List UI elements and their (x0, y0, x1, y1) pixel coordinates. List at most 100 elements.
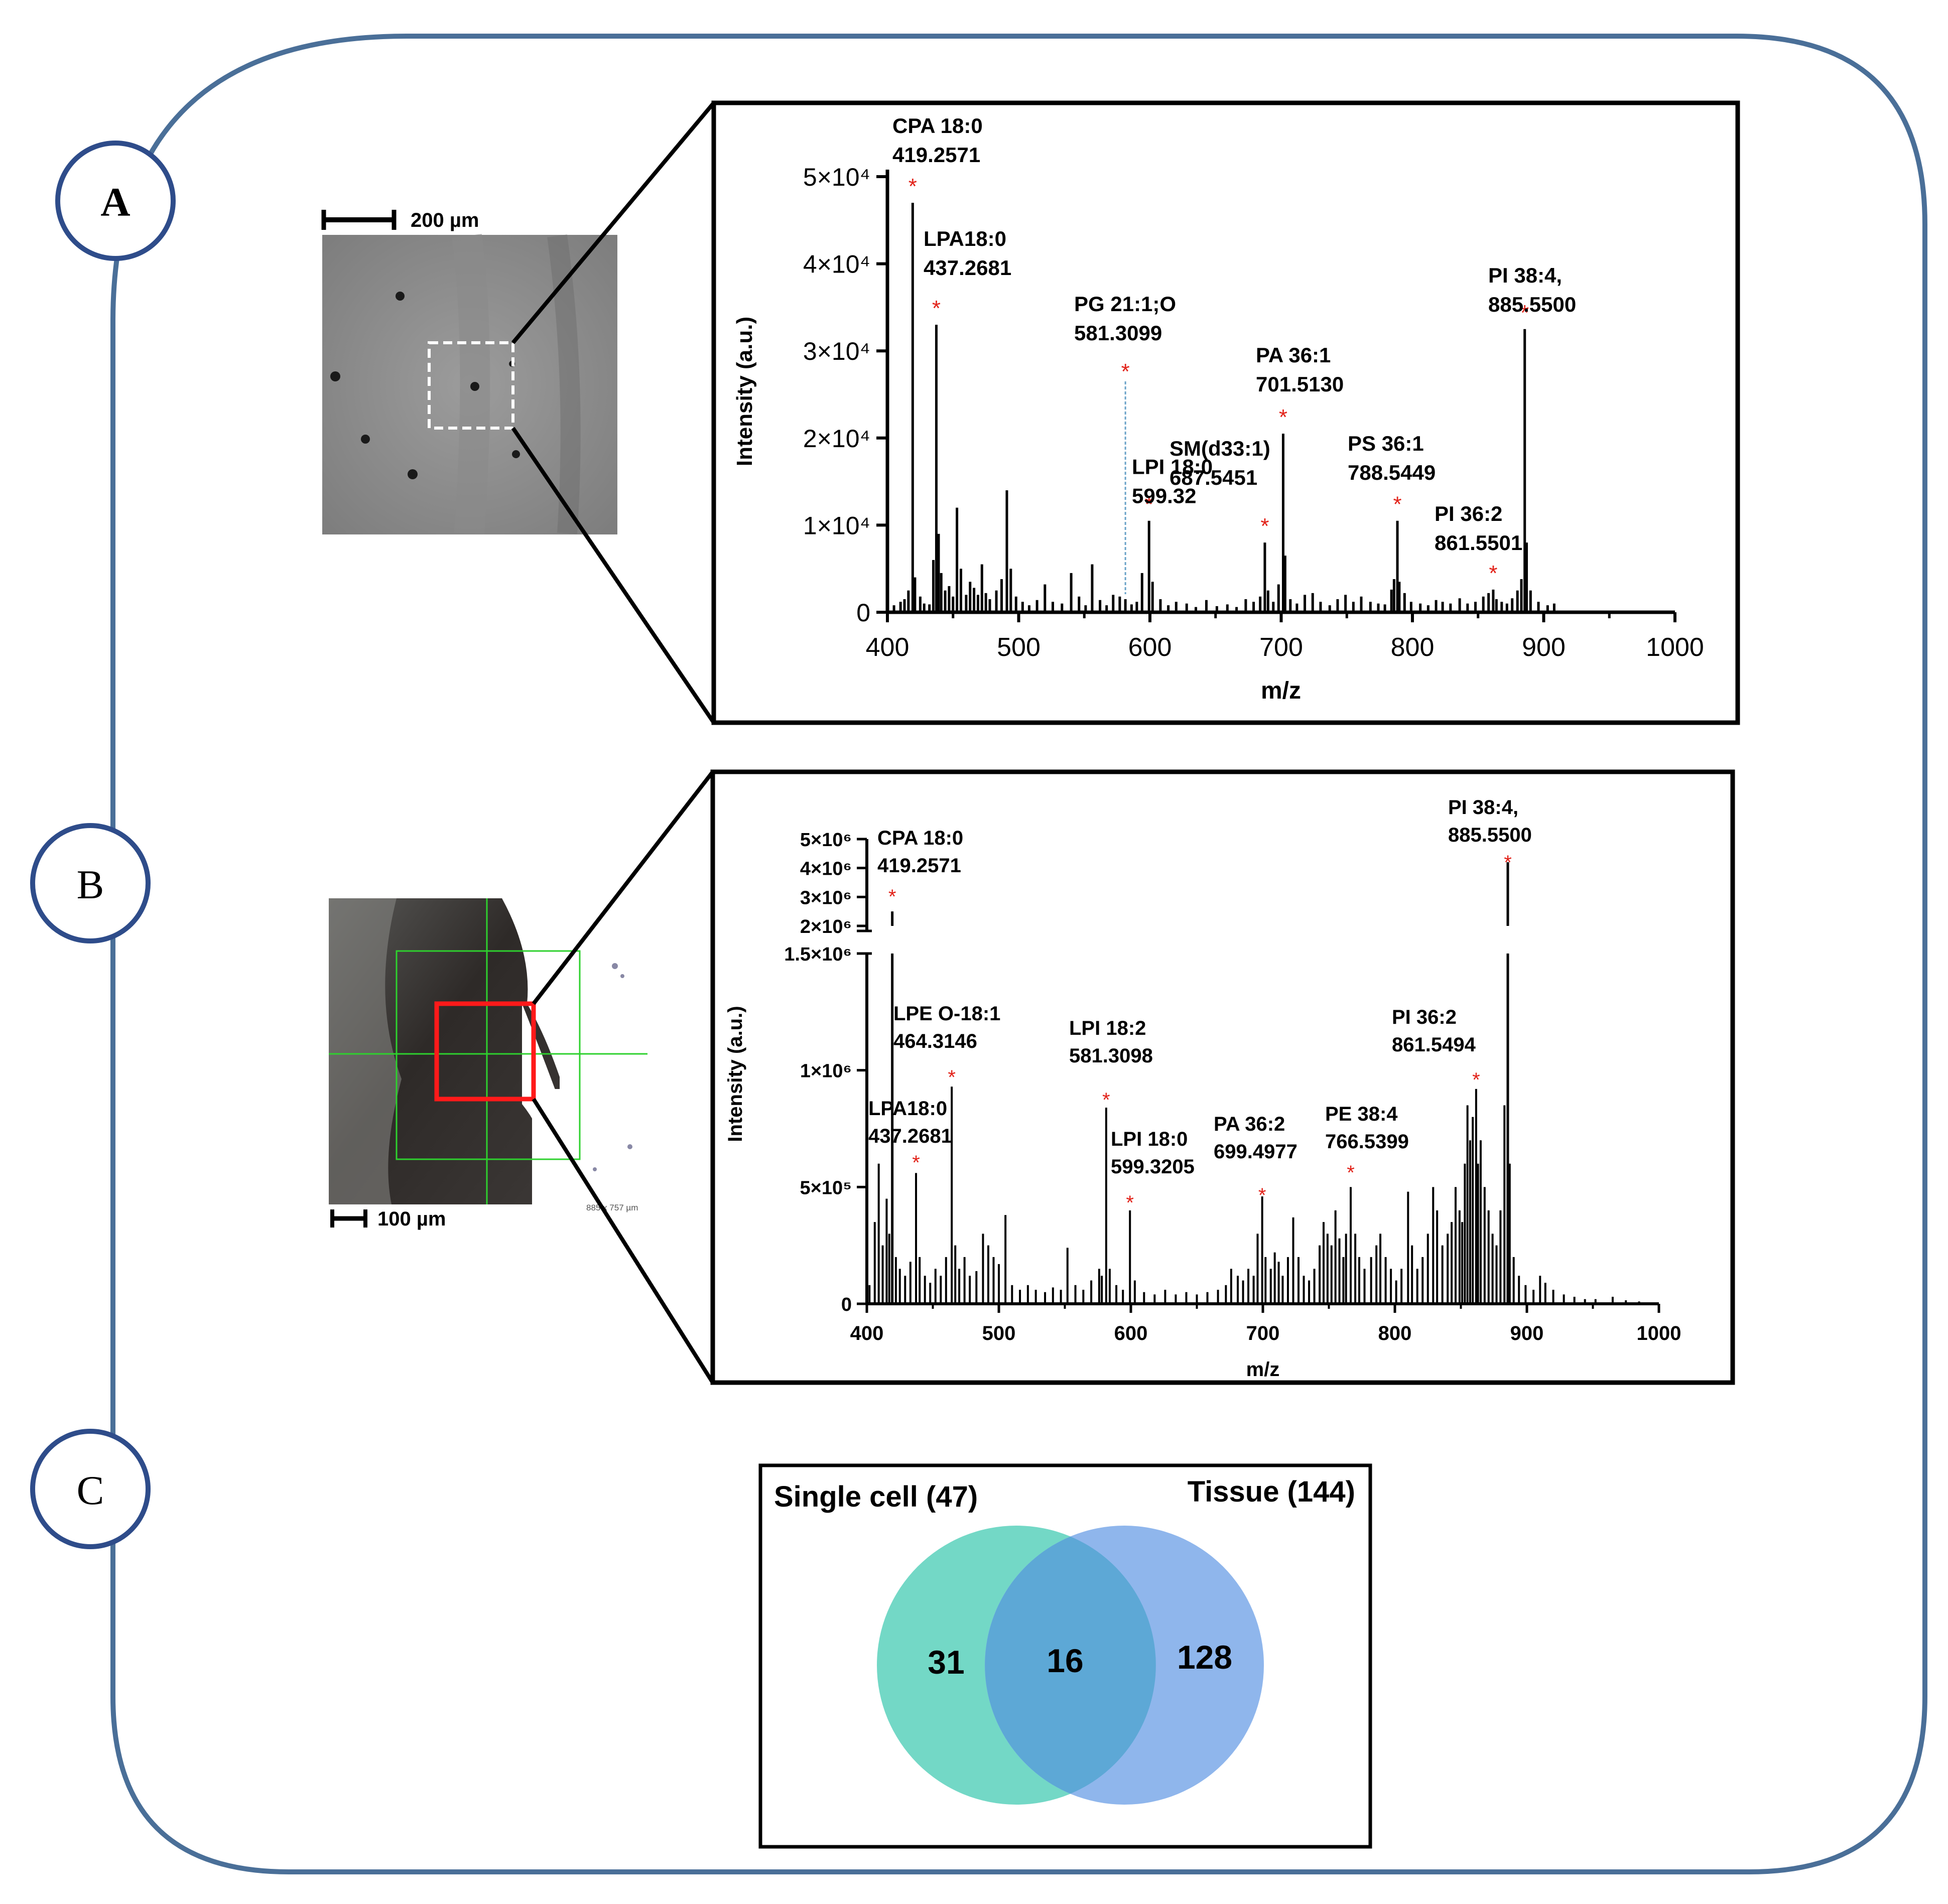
chart-b-xlabel: m/z (1246, 1358, 1280, 1381)
chart-a-ytick-label: 1×10⁴ (803, 511, 870, 539)
chart-b-annotation-label: PI 38:4, (1448, 796, 1518, 819)
chart-b-annotation-label: PE 38:4 (1325, 1103, 1398, 1125)
chart-a-annotation-mz: 437.2681 (924, 256, 1011, 280)
chart-a-peak-marker: * (1260, 514, 1269, 538)
micrograph-a: 200 µm (321, 101, 716, 724)
chart-a-annotation-mz: 687.5451 (1170, 466, 1257, 489)
chart-b-xtick-label: 1000 (1637, 1322, 1681, 1344)
chart-a-annotation-label: PS 36:1 (1348, 432, 1424, 455)
chart-a-xtick-label: 800 (1391, 633, 1435, 662)
chart-b-annotation-mz: 581.3098 (1069, 1045, 1153, 1067)
chart-b-peak-marker: * (888, 886, 896, 908)
chart-a-ytick-label: 2×10⁴ (803, 425, 870, 453)
chart-a-xtick-label: 400 (866, 633, 910, 662)
panel-letter-a: A (55, 141, 176, 261)
chart-a-annotation-label: PG 21:1;O (1074, 292, 1176, 316)
chart-b-ytick-label: 4×10⁶ (800, 859, 852, 880)
stage-grid-b (329, 898, 647, 1204)
scale-label-a: 200 µm (411, 209, 479, 231)
chart-b-peak-marker: * (1258, 1184, 1266, 1206)
chart-b-ytick-label: 5×10⁶ (800, 830, 852, 851)
chart-b-xtick-label: 700 (1246, 1322, 1280, 1344)
chart-a-xtick-label: 900 (1522, 633, 1566, 662)
chart-b-peak-marker: * (1126, 1192, 1134, 1214)
chart-b-annotation-label: CPA 18:0 (877, 827, 963, 849)
cell-dots-a (330, 292, 520, 479)
panel-letter-b-text: B (77, 862, 104, 907)
chart-a-annotation-label: PI 36:2 (1435, 502, 1502, 525)
chart-a-ytick-label: 5×10⁴ (803, 163, 870, 191)
chart-b-ylabel: Intensity (a.u.) (724, 1006, 746, 1142)
chart-a-peak-marker: * (1489, 561, 1497, 586)
chart-a-peak-marker: * (1121, 359, 1130, 384)
chart-a-annotation-mz: 419.2571 (892, 143, 980, 167)
chart-b-annotation-label: LPA18:0 (868, 1098, 947, 1120)
chart-a-annotation-mz: 581.3099 (1074, 321, 1162, 345)
chart-b-xtick-label: 800 (1378, 1322, 1412, 1344)
image-readout-b: 885 x 757 µm (586, 1203, 638, 1212)
chart-a-annotation-label: SM(d33:1) (1170, 437, 1270, 460)
chart-b-ytick-label: 3×10⁶ (800, 887, 852, 908)
scale-label-b: 100 µm (377, 1208, 446, 1230)
chart-b-xtick-label: 400 (850, 1322, 884, 1344)
chart-b-annotation-label: LPE O-18:1 (893, 1003, 1000, 1025)
chart-b-peak-marker: * (1347, 1162, 1355, 1184)
panel-letter-b: B (30, 823, 151, 943)
venn-count-tissue-only: 128 (1177, 1639, 1232, 1676)
venn-count-intersection: 16 (1047, 1642, 1083, 1679)
chart-a-annotation-label: PA 36:1 (1256, 343, 1331, 367)
chart-b-annotation-label: LPI 18:2 (1069, 1017, 1146, 1039)
chart-b-annotation-mz: 766.5399 (1325, 1131, 1409, 1153)
chart-b-annotation-mz: 885.5500 (1448, 824, 1532, 846)
venn-diagram: Single cell (47) Tissue (144) 31 16 128 (774, 1475, 1355, 1805)
chart-a-peak-marker: * (1393, 492, 1401, 517)
chart-b-annotation-mz: 599.3205 (1111, 1156, 1195, 1178)
chart-b-xtick-label: 900 (1510, 1322, 1544, 1344)
chart-a-annotation-mz: 885.5500 (1488, 293, 1576, 316)
chart-b-ytick-label: 1×10⁶ (800, 1061, 852, 1082)
panel-letter-c: C (30, 1429, 151, 1549)
chart-a-xtick-label: 700 (1259, 633, 1303, 662)
chart-b-ytick-label: 2×10⁶ (800, 916, 852, 937)
chart-b-annotation-mz: 464.3146 (893, 1030, 977, 1052)
chart-a-peak-marker: * (1145, 492, 1153, 517)
micrograph-b: 885 x 757 µm 100 µm (329, 770, 715, 1384)
chart-b-ytick-label: 1.5×10⁶ (784, 944, 852, 965)
chart-a-frame (711, 100, 1740, 725)
chart-b-annotation-label: LPI 18:0 (1111, 1128, 1188, 1150)
chart-b-ytick-label: 0 (841, 1294, 852, 1315)
chart-a-peak-marker: * (1520, 301, 1529, 325)
chart-a-xtick-label: 500 (997, 633, 1041, 662)
chart-a-annotation-mz: 861.5501 (1435, 531, 1522, 555)
chart-b-peak-marker: * (1472, 1069, 1480, 1091)
chart-a-xlabel: m/z (1261, 677, 1301, 704)
zoom-box-a (428, 341, 514, 430)
chart-a-ytick-label: 4×10⁴ (803, 250, 870, 279)
chart-b-annotation-mz: 699.4977 (1214, 1141, 1297, 1163)
chart-a-peak-marker: * (932, 296, 941, 321)
zoom-box-b (434, 1001, 536, 1102)
chart-b-annotation-label: PA 36:2 (1214, 1113, 1285, 1135)
chart-b-xtick-label: 500 (982, 1322, 1016, 1344)
chart-b-xtick-label: 600 (1114, 1322, 1148, 1344)
outer-frame (110, 34, 1927, 1874)
chart-a-annotation-label: PI 38:4, (1488, 263, 1562, 287)
chart-b-annotation-mz: 437.2681 (868, 1125, 952, 1147)
venn-label-tissue: Tissue (144) (1188, 1475, 1355, 1508)
chart-b-annotation-mz: 861.5494 (1392, 1034, 1476, 1056)
panel-letter-a-text: A (100, 179, 130, 225)
chart-b-peak-marker: * (1504, 852, 1512, 874)
chart-b-annotation-mz: 419.2571 (877, 855, 961, 877)
chart-b-annotation-label: PI 36:2 (1392, 1006, 1457, 1028)
chart-a-xtick-label: 1000 (1646, 633, 1704, 662)
chart-a-xtick-label: 600 (1128, 633, 1172, 662)
chart-a-ylabel: Intensity (a.u.) (732, 317, 757, 466)
chart-a-peak-marker: * (1279, 405, 1287, 430)
chart-a-ytick-label: 0 (856, 599, 870, 627)
chart-b-peak-marker: * (1102, 1089, 1110, 1111)
chart-a-annotation-mz: 701.5130 (1256, 372, 1344, 396)
chart-a-annotation-mz: 599.32 (1132, 484, 1196, 508)
